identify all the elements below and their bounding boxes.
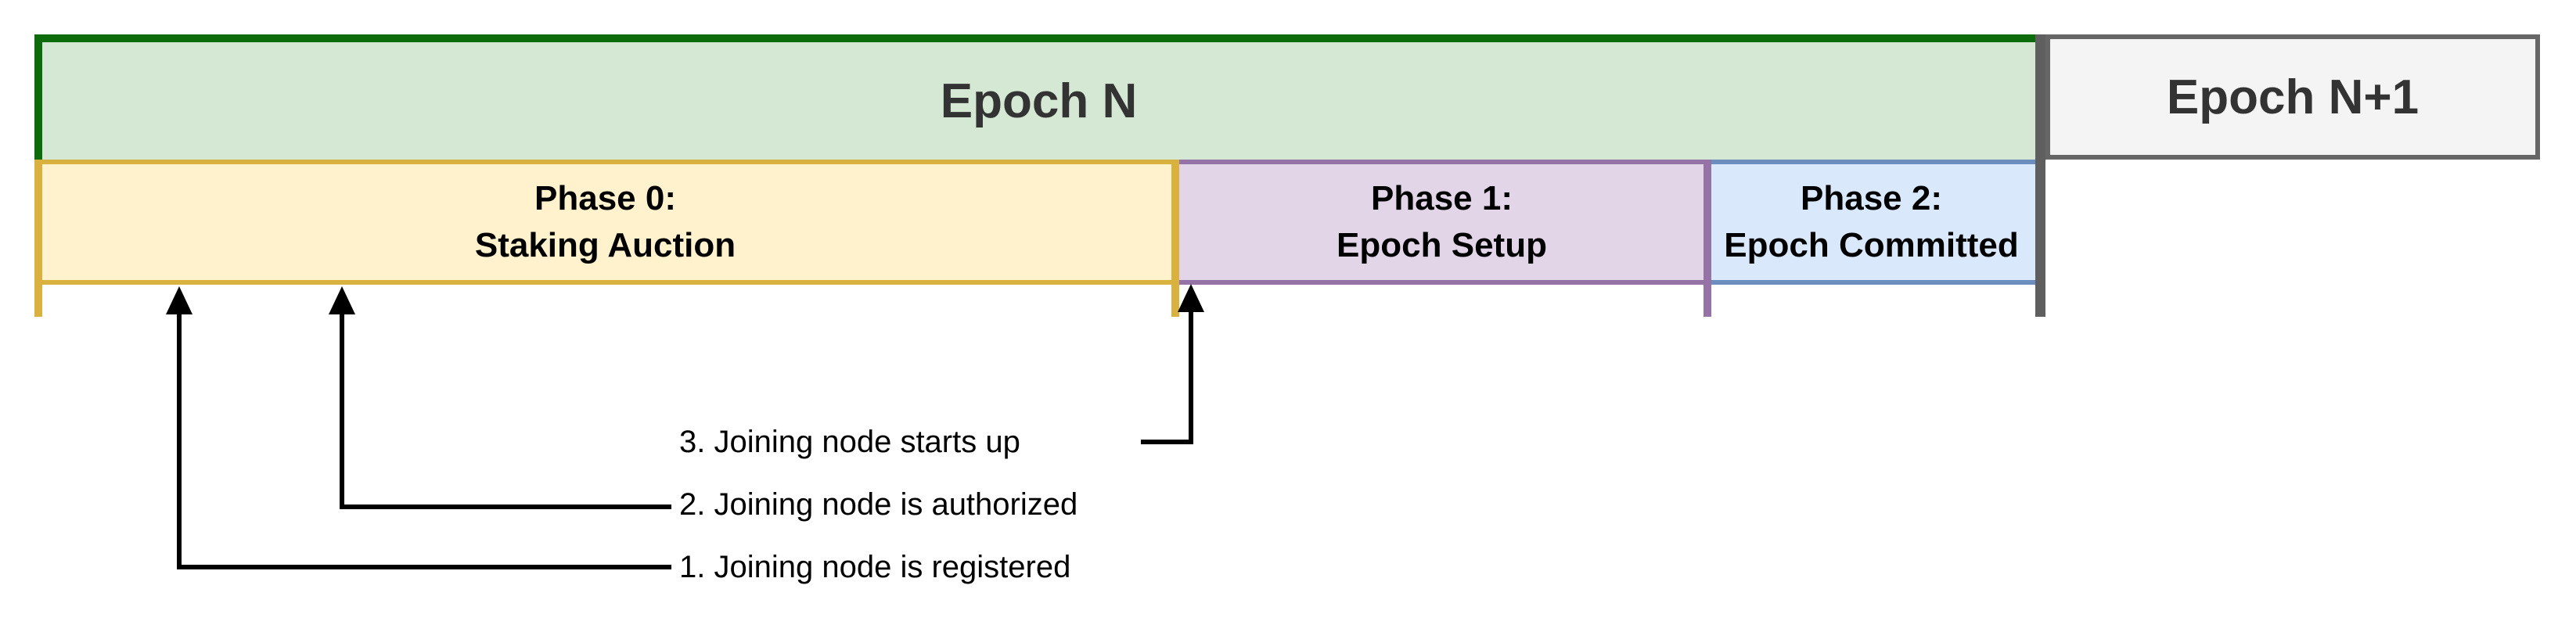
epoch-n-bar: Epoch N — [34, 34, 2035, 160]
epoch-n-plus-1-box: Epoch N+1 — [2045, 34, 2540, 160]
epoch-boundary-divider — [2035, 34, 2045, 317]
phase-0-1-boundary-tick — [1171, 160, 1179, 317]
phase-1-2-boundary-tick — [1704, 160, 1711, 317]
phase-1-subtitle: Epoch Setup — [1337, 226, 1547, 264]
arrow-2-vertical-line — [340, 291, 344, 509]
phase-1-title: Phase 1: — [1371, 179, 1513, 217]
epoch-n-label: Epoch N — [940, 74, 1138, 128]
annotation-2-joining-node-authorized: 2. Joining node is authorized — [679, 487, 1078, 522]
arrow-2-horizontal-line — [340, 505, 671, 509]
arrow-1-horizontal-line — [177, 565, 671, 569]
annotation-1-joining-node-registered: 1. Joining node is registered — [679, 550, 1071, 584]
phase-0-subtitle: Staking Auction — [474, 226, 736, 264]
arrow-3-vertical-line — [1189, 289, 1193, 444]
phase-0-title: Phase 0: — [534, 179, 676, 217]
phase-2-subtitle: Epoch Committed — [1724, 226, 2019, 264]
arrow-1-up-arrowhead-icon — [166, 286, 192, 314]
epoch-start-tick — [34, 160, 42, 317]
arrow-3-up-arrowhead-icon — [1178, 284, 1204, 312]
arrow-2-up-arrowhead-icon — [329, 286, 355, 314]
annotation-3-joining-node-starts-up: 3. Joining node starts up — [679, 425, 1020, 459]
epoch-n-plus-1-label: Epoch N+1 — [2166, 70, 2419, 124]
phase-2-title: Phase 2: — [1801, 179, 1942, 217]
phase-2-epoch-committed-box: Phase 2: Epoch Committed — [1707, 160, 2035, 285]
arrow-3-horizontal-line — [1141, 440, 1193, 444]
phase-1-epoch-setup-box: Phase 1: Epoch Setup — [1176, 160, 1707, 285]
arrow-1-vertical-line — [177, 291, 182, 569]
phase-0-staking-auction-box: Phase 0: Staking Auction — [34, 160, 1176, 285]
